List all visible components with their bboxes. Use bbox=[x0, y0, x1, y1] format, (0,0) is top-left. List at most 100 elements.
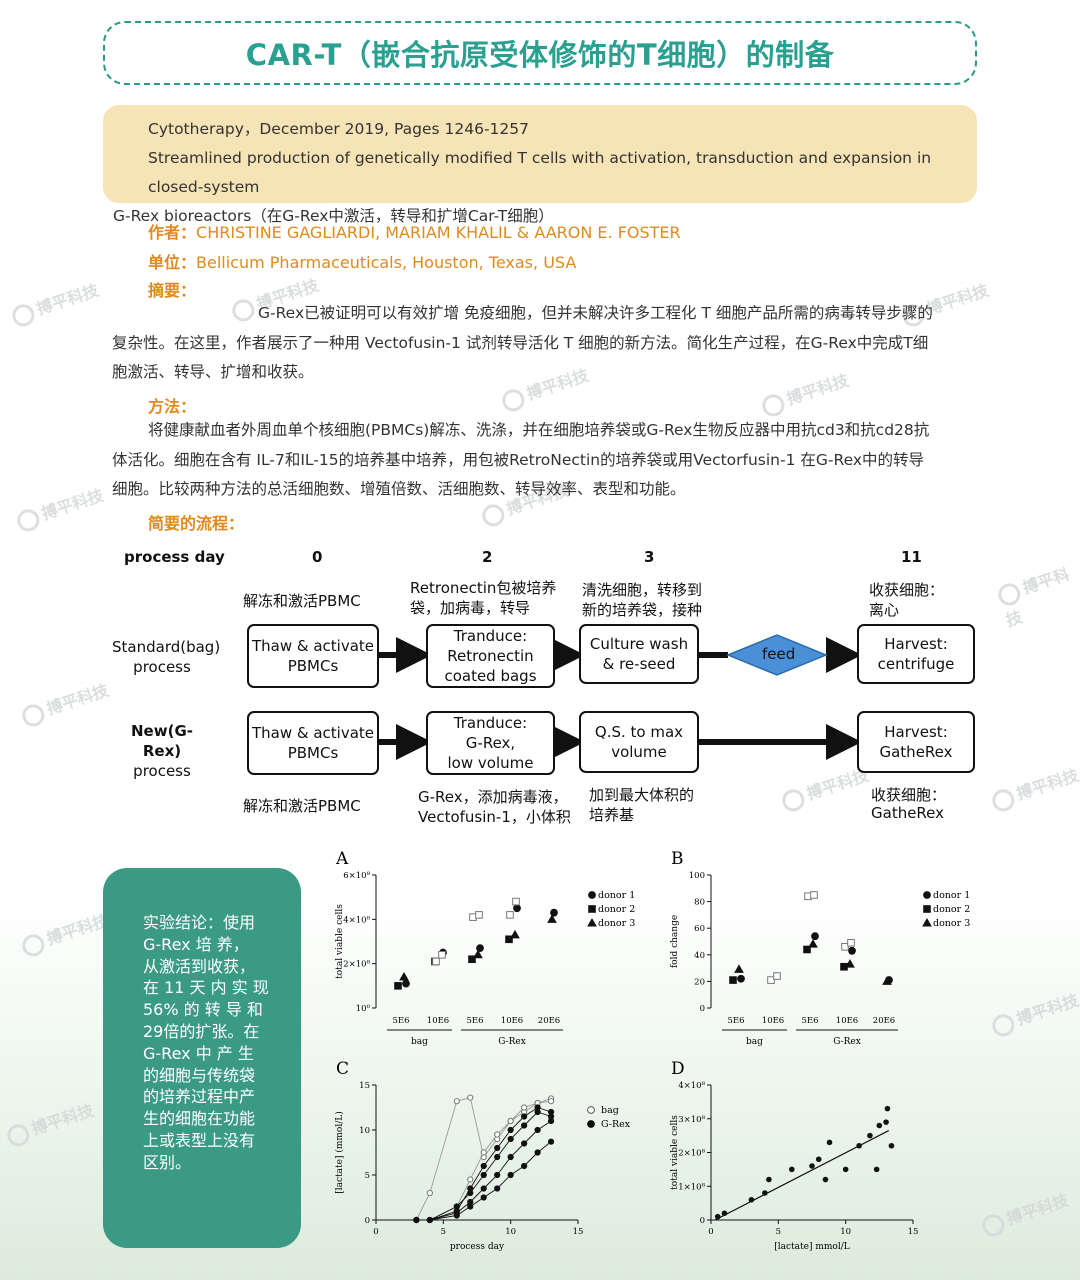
data-point-open bbox=[475, 911, 483, 919]
data-point bbox=[521, 1104, 528, 1111]
legend-label: donor 1 bbox=[933, 890, 970, 901]
abstract-line: G-Rex已被证明可以有效扩增 免疫细胞，但并未解决许多工程化 T 细胞产品所需… bbox=[258, 304, 933, 322]
data-point bbox=[505, 935, 513, 944]
step-harvest-centrifuge: Harvest:centrifuge bbox=[857, 624, 975, 684]
note-day3-top: 清洗细胞，转移到 bbox=[582, 581, 703, 599]
step-line: Q.S. to max bbox=[594, 723, 684, 741]
data-point bbox=[507, 1171, 514, 1179]
note-day0-top: 解冻和激活PBMC bbox=[243, 592, 361, 610]
reference-box: Cytotherapy，December 2019, Pages 1246-12… bbox=[103, 105, 977, 225]
data-point bbox=[494, 1131, 501, 1138]
data-point bbox=[521, 1162, 528, 1170]
x-tick-label: 10E6 bbox=[501, 1016, 523, 1026]
y-tick-label: 5 bbox=[365, 1171, 370, 1181]
watermark: 搏平科技 bbox=[3, 1097, 96, 1149]
data-point bbox=[815, 1156, 822, 1163]
watermark: 搏平科技 bbox=[18, 907, 111, 959]
data-point-open bbox=[767, 976, 775, 984]
row-label-line: process bbox=[133, 762, 191, 780]
x-tick-label: 10 bbox=[840, 1227, 851, 1237]
legend-marker bbox=[588, 905, 596, 913]
data-point bbox=[884, 1105, 891, 1112]
note-day11-bottom: GatheRex bbox=[871, 804, 945, 822]
step-line: PBMCs bbox=[287, 657, 339, 675]
data-point-open bbox=[810, 891, 818, 899]
x-tick-label: 5 bbox=[441, 1227, 446, 1237]
methods-text: 将健康献血者外周血单个核细胞(PBMCs)解冻、洗涤，并在细胞培养袋或G-Rex… bbox=[112, 416, 970, 505]
data-point bbox=[402, 979, 410, 988]
data-point bbox=[480, 1194, 487, 1201]
step-line: Thaw & activate bbox=[251, 724, 375, 742]
data-point bbox=[547, 914, 557, 923]
data-point bbox=[521, 1140, 528, 1147]
data-point bbox=[480, 1149, 487, 1156]
row-label-line: Standard(bag) bbox=[112, 638, 221, 656]
data-point bbox=[734, 964, 744, 973]
data-point bbox=[808, 939, 818, 948]
day-label: 11 bbox=[901, 548, 922, 566]
note-day2-bottom: G-Rex，添加病毒液， bbox=[418, 788, 568, 806]
legend-marker bbox=[587, 1106, 595, 1114]
data-point bbox=[480, 1162, 487, 1170]
authors-value: CHRISTINE GAGLIARDI, MARIAM KHALIL & AAR… bbox=[196, 223, 681, 242]
y-tick-label: 1×10⁸ bbox=[678, 1182, 705, 1192]
group-label: bag bbox=[746, 1037, 763, 1047]
data-point bbox=[547, 1117, 555, 1125]
x-tick-label: 10 bbox=[505, 1227, 516, 1237]
abstract-text: G-Rex已被证明可以有效扩增 免疫细胞，但并未解决许多工程化 T 细胞产品所需… bbox=[112, 299, 970, 388]
data-point bbox=[453, 1203, 460, 1210]
data-point bbox=[467, 1189, 474, 1197]
methods-line: 体活化。细胞在含有 IL-7和IL-15的培养基中培养，用包被RetroNect… bbox=[112, 450, 925, 469]
data-point bbox=[453, 1212, 460, 1219]
data-point bbox=[494, 1185, 501, 1192]
series-line bbox=[416, 1141, 552, 1221]
data-point bbox=[467, 1094, 474, 1101]
article-title-cont: G-Rex bioreactors（在G-Rex中激活，转导和扩增Car-T细胞… bbox=[113, 207, 554, 225]
data-point bbox=[809, 1163, 815, 1169]
legend-label: G-Rex bbox=[601, 1119, 631, 1130]
step-harvest-gatherex: Harvest:GatheRex bbox=[857, 711, 975, 773]
day-label: 3 bbox=[644, 548, 655, 566]
data-point bbox=[550, 908, 558, 917]
data-point bbox=[842, 1166, 849, 1173]
note-day3-bottom: 加到最大体积的 bbox=[589, 786, 695, 804]
conclusion-text: 实验结论：使用 G-Rex 培 养， 从激活到收获， 在 11 天 内 实 现 … bbox=[143, 913, 269, 1172]
data-point bbox=[467, 1203, 474, 1210]
step-line: volume bbox=[611, 743, 667, 761]
data-point bbox=[547, 1138, 555, 1145]
panel-letter: D bbox=[671, 1059, 685, 1079]
step-line: Retronectin bbox=[447, 647, 534, 665]
data-point bbox=[882, 976, 892, 985]
data-point-open bbox=[847, 939, 855, 947]
data-point bbox=[507, 1126, 514, 1134]
x-tick-label: 5E6 bbox=[466, 1016, 483, 1026]
data-point bbox=[510, 929, 520, 939]
data-point bbox=[789, 1166, 795, 1173]
data-point bbox=[494, 1144, 501, 1152]
x-tick-label: 5E6 bbox=[392, 1016, 409, 1026]
data-point bbox=[811, 932, 819, 941]
note-day11-top: 离心 bbox=[869, 601, 900, 619]
data-point bbox=[468, 955, 476, 964]
step-line: Tranduce: bbox=[453, 714, 528, 732]
legend-marker bbox=[922, 917, 932, 927]
x-axis-label: process day bbox=[450, 1242, 505, 1252]
y-tick-label: 3×10⁸ bbox=[678, 1115, 705, 1125]
series-line bbox=[415, 1097, 552, 1221]
y-tick-label: 15 bbox=[359, 1081, 370, 1091]
data-point bbox=[822, 1176, 829, 1183]
y-tick-label: 20 bbox=[694, 977, 705, 987]
y-tick-label: 2×10⁸ bbox=[678, 1149, 705, 1159]
legend-marker bbox=[587, 1120, 595, 1128]
abstract-heading: 摘要： bbox=[148, 281, 197, 300]
y-tick-label: 4×10⁸ bbox=[343, 915, 370, 925]
data-point bbox=[513, 904, 521, 913]
y-tick-label: 0 bbox=[365, 1216, 370, 1226]
data-point-open bbox=[841, 943, 849, 951]
data-point bbox=[426, 1216, 433, 1224]
affiliation: 单位：Bellicum Pharmaceuticals, Houston, Te… bbox=[148, 249, 576, 273]
